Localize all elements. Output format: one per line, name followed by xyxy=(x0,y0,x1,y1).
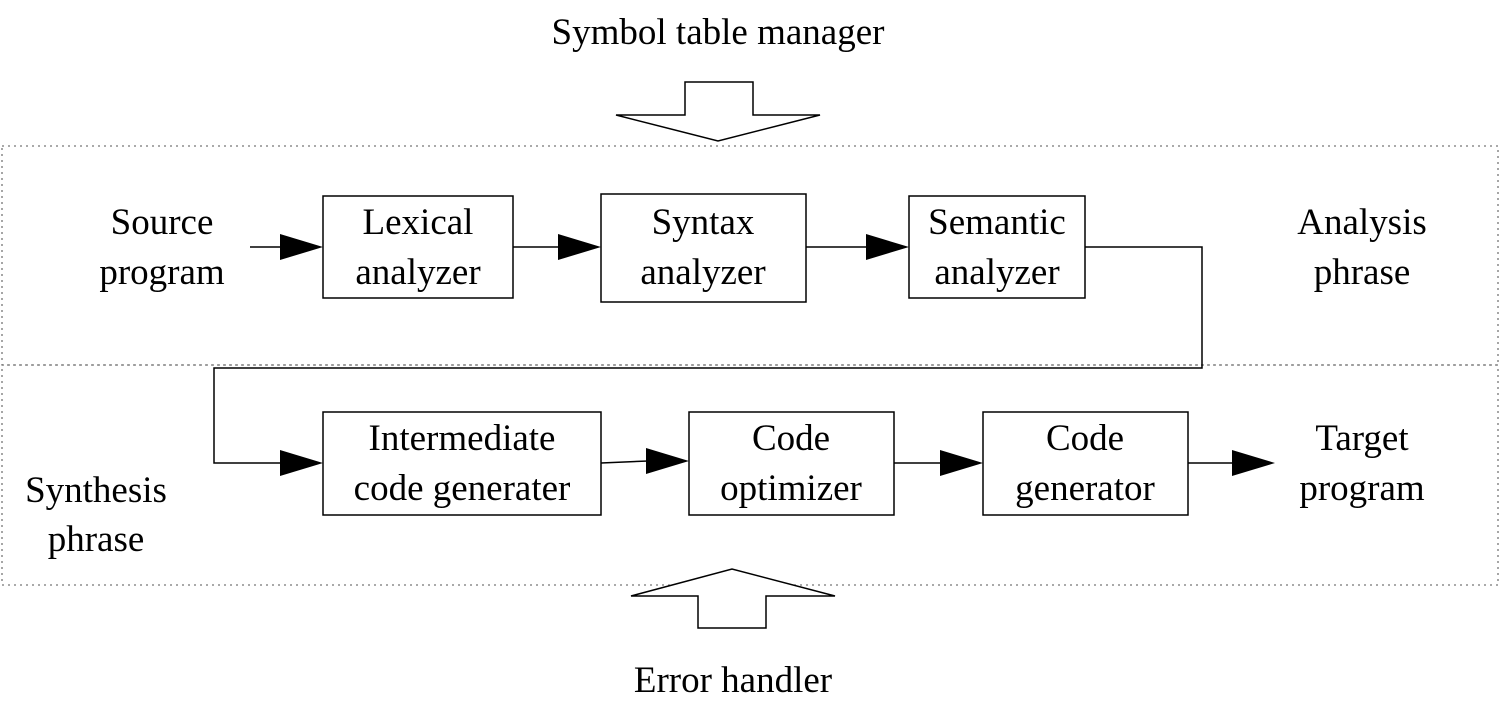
symbol-table-manager-label: Symbol table manager xyxy=(552,12,885,53)
box-label-line1: Lexical xyxy=(363,202,474,243)
arrow-source-to-lexical xyxy=(250,234,323,260)
box-label-line2: generator xyxy=(1015,468,1155,509)
code-optimizer-box: Code optimizer xyxy=(688,411,895,516)
box-label-line1: Code xyxy=(1046,418,1124,459)
box-label-line2: analyzer xyxy=(640,252,765,293)
target-label-line1: Target xyxy=(1315,418,1409,459)
arrow-generator-to-target xyxy=(1188,450,1275,476)
box-label-line1: Code xyxy=(752,418,830,459)
code-generator-box: Code generator xyxy=(982,411,1189,516)
intermediate-code-generator-box: Intermediate code generater xyxy=(322,411,602,516)
analysis-label-line1: Analysis xyxy=(1297,202,1427,243)
symbol-table-arrow xyxy=(615,81,821,142)
synthesis-label-line1: Synthesis xyxy=(25,470,167,511)
box-label-line2: optimizer xyxy=(720,468,862,509)
target-label-line2: program xyxy=(1299,468,1425,509)
box-label-line2: analyzer xyxy=(355,252,480,293)
box-label-line1: Intermediate xyxy=(369,418,556,459)
source-label-line1: Source xyxy=(111,202,214,243)
synthesis-label-line2: phrase xyxy=(48,519,145,560)
arrow-intermediate-to-optimizer xyxy=(600,448,689,474)
box-label-line2: analyzer xyxy=(934,252,1059,293)
arrow-syntax-to-semantic xyxy=(806,234,909,260)
lexical-analyzer-box: Lexical analyzer xyxy=(322,195,514,299)
box-label-line1: Syntax xyxy=(652,202,755,243)
source-label-line2: program xyxy=(99,252,225,293)
error-handler-arrow xyxy=(630,568,836,629)
error-handler-label: Error handler xyxy=(634,660,832,701)
arrow-semantic-to-intermediate xyxy=(213,246,1203,476)
arrow-lexical-to-syntax xyxy=(513,234,601,260)
analysis-label-line2: phrase xyxy=(1314,252,1411,293)
box-label-line1: Semantic xyxy=(928,202,1066,243)
semantic-analyzer-box: Semantic analyzer xyxy=(908,195,1086,299)
box-label-line2: code generater xyxy=(354,468,571,509)
arrow-optimizer-to-generator xyxy=(894,450,983,476)
syntax-analyzer-box: Syntax analyzer xyxy=(600,193,807,303)
